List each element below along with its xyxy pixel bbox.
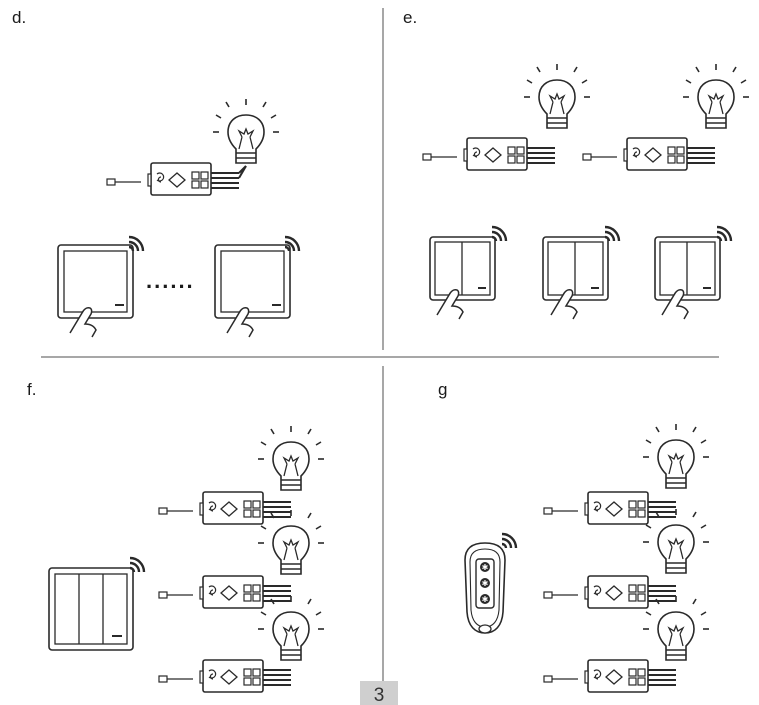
signal-icon — [127, 235, 145, 253]
receiver-module — [158, 491, 292, 525]
two-gang-switch-3 — [654, 236, 721, 301]
light-bulb-icon — [642, 423, 710, 489]
receiver-module — [543, 659, 677, 693]
light-bulb-icon — [257, 595, 325, 661]
panel-g-label: g — [438, 380, 448, 399]
receiver-module — [582, 137, 716, 171]
light-bulb-icon — [642, 508, 710, 574]
page-number: 3 — [360, 681, 398, 705]
light-bulb-icon — [642, 595, 710, 661]
panel-e — [422, 63, 750, 320]
two-gang-switch-2 — [542, 236, 609, 301]
signal-icon — [500, 532, 518, 550]
receiver-module — [158, 659, 292, 693]
light-bulb-icon — [523, 63, 591, 129]
panel-f — [48, 425, 325, 693]
remote-control: ✱ ✱ ✱ — [464, 542, 506, 634]
panel-f-label: f. — [27, 380, 37, 399]
signal-icon — [490, 225, 508, 243]
two-gang-switch-1 — [429, 236, 496, 301]
signal-icon — [128, 556, 146, 574]
signal-icon — [283, 235, 301, 253]
wall-switch-1 — [57, 244, 134, 319]
svg-text:✱: ✱ — [482, 563, 489, 572]
receiver-module — [543, 575, 677, 609]
receiver-module — [422, 137, 556, 171]
panel-g: ✱ ✱ ✱ — [464, 423, 710, 693]
signal-icon — [715, 225, 733, 243]
receiver-module — [543, 491, 677, 525]
light-bulb-icon — [257, 509, 325, 575]
signal-icon — [603, 225, 621, 243]
svg-text:✱: ✱ — [482, 595, 489, 604]
svg-text:✱: ✱ — [482, 579, 489, 588]
wall-switch-2 — [214, 244, 291, 319]
panel-d-label: d. — [12, 8, 27, 27]
three-gang-switch — [48, 567, 134, 651]
receiver-module — [106, 162, 240, 196]
ellipsis-text: ...... — [146, 268, 195, 293]
light-bulb-icon — [257, 425, 325, 491]
light-bulb-icon — [212, 98, 280, 164]
panel-e-label: e. — [403, 8, 418, 27]
light-bulb-icon — [682, 63, 750, 129]
receiver-module — [158, 575, 292, 609]
panel-d — [57, 98, 301, 338]
